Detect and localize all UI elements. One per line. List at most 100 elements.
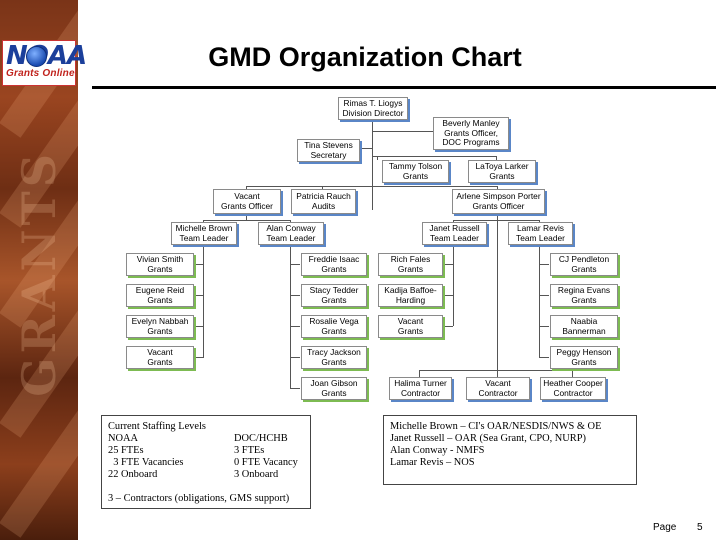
box-role: Grants bbox=[321, 387, 347, 398]
assignment-item: Alan Conway - NMFS bbox=[390, 445, 485, 456]
box-role: Contractor bbox=[400, 387, 441, 398]
assignment-item: Janet Russell – OAR (Sea Grant, CPO, NUR… bbox=[390, 433, 586, 444]
staffing-doc-label: DOC/HCHB bbox=[234, 433, 288, 444]
box-name: Rosalie Vega bbox=[309, 315, 359, 326]
box-role: Grants bbox=[147, 356, 173, 367]
org-box-team-leader-russell: Janet Russell Team Leader bbox=[422, 222, 487, 245]
team-assignments-panel: Michelle Brown – CI's OAR/NESDIS/NWS & O… bbox=[383, 415, 637, 485]
box-name: Stacy Tedder bbox=[309, 284, 359, 295]
footer-page-number: 5 bbox=[697, 522, 703, 533]
box-name: Halima Turner bbox=[394, 377, 447, 388]
box-role: Contractor bbox=[478, 387, 518, 398]
box-name: Vacant bbox=[485, 377, 511, 388]
box-name: Janet Russell bbox=[429, 222, 480, 233]
box-role: Audits bbox=[311, 200, 336, 211]
box-name: Patricia Rauch bbox=[296, 190, 351, 201]
staffing-row-right: 3 Onboard bbox=[234, 469, 279, 480]
staffing-row-left: 3 FTE Vacancies bbox=[108, 457, 184, 468]
box-name: CJ Pendleton bbox=[558, 253, 610, 264]
box-role: Division Director bbox=[342, 107, 404, 118]
box-role: Grants bbox=[321, 263, 347, 274]
org-box-audits: Patricia Rauch Audits bbox=[291, 189, 356, 214]
box-name: Heather Cooper bbox=[543, 377, 603, 388]
staffing-contractors-note: 3 – Contractors (obligations, GMS suppor… bbox=[108, 493, 290, 504]
org-box-staff: Kadija Baffoe-Harding bbox=[378, 284, 443, 307]
box-name: Tina Stevens bbox=[304, 139, 353, 150]
box-role: Grants bbox=[321, 294, 347, 305]
footer-page-label: Page bbox=[653, 522, 677, 533]
box-role: Harding bbox=[395, 294, 426, 305]
staffing-row-left: 22 Onboard bbox=[108, 469, 158, 480]
org-box-division-director: Rimas T. Liogys Division Director bbox=[338, 97, 408, 120]
decorative-sidebar: GRANTS bbox=[0, 0, 78, 540]
box-role: Grants bbox=[489, 170, 515, 181]
box-role: Grants bbox=[321, 325, 347, 336]
box-role: Grants bbox=[571, 263, 597, 274]
staffing-noaa-label: NOAA bbox=[108, 433, 139, 444]
staffing-heading: Current Staffing Levels bbox=[108, 421, 206, 432]
box-role: Grants bbox=[571, 294, 597, 305]
org-box-grants-officer-porter: Arlene Simpson Porter Grants Officer bbox=[452, 189, 545, 214]
logo-tagline: Grants Online bbox=[6, 68, 75, 79]
staffing-levels-panel: Current Staffing Levels NOAA DOC/HCHB 25… bbox=[101, 415, 311, 509]
box-role: Grants bbox=[571, 356, 597, 367]
org-box-secretary: Tina Stevens Secretary bbox=[297, 139, 360, 162]
box-role: Team Leader bbox=[516, 232, 565, 243]
sidebar-watermark: GRANTS bbox=[12, 150, 66, 397]
org-box-team-leader-revis: Lamar Revis Team Leader bbox=[508, 222, 573, 245]
title-rule bbox=[92, 86, 716, 89]
box-name: Evelyn Nabbah bbox=[131, 315, 189, 326]
box-role: Grants bbox=[397, 325, 424, 336]
box-name: Michelle Brown bbox=[175, 222, 233, 233]
box-role: Secretary bbox=[310, 149, 347, 160]
box-role: Grants bbox=[397, 263, 424, 274]
logo-globe-icon bbox=[26, 46, 47, 67]
box-role: Grants bbox=[402, 170, 429, 181]
assignment-item: Michelle Brown – CI's OAR/NESDIS/NWS & O… bbox=[390, 421, 602, 432]
staffing-row-left: 25 FTEs bbox=[108, 445, 144, 456]
box-name: Kadija Baffoe- bbox=[384, 284, 437, 295]
box-role: Grants bbox=[321, 356, 347, 367]
box-name: Vacant bbox=[397, 315, 424, 326]
assignment-item: Lamar Revis – NOS bbox=[390, 457, 475, 468]
box-role: DOC Programs bbox=[442, 137, 500, 148]
box-role: Team Leader bbox=[266, 232, 316, 243]
noaa-logo: NOAA Grants Online bbox=[2, 40, 87, 86]
box-role: Grants bbox=[147, 294, 173, 305]
box-name: Rimas T. Liogys bbox=[343, 97, 403, 108]
box-name: Regina Evans bbox=[557, 284, 611, 295]
box-role: Grants bbox=[147, 263, 173, 274]
box-role: Team Leader bbox=[179, 232, 229, 243]
box-name: Vacant bbox=[147, 346, 173, 357]
box-name: Arlene Simpson Porter bbox=[456, 190, 541, 201]
org-box-larker: LaToya Larker Grants bbox=[468, 160, 536, 183]
org-box-team-leader-brown: Michelle Brown Team Leader bbox=[171, 222, 237, 245]
box-name: Tammy Tolson bbox=[388, 160, 443, 171]
box-role: Bannerman bbox=[562, 325, 606, 336]
box-role: Team Leader bbox=[430, 232, 479, 243]
box-name: Tracy Jackson bbox=[307, 346, 361, 357]
staffing-row-right: 0 FTE Vacancy bbox=[234, 457, 298, 468]
org-box-tolson: Tammy Tolson Grants bbox=[382, 160, 449, 183]
box-role: Contractor bbox=[553, 387, 593, 398]
box-name: Vacant bbox=[234, 190, 260, 201]
box-name: Alan Conway bbox=[266, 222, 316, 233]
box-name: Freddie Isaac bbox=[308, 253, 360, 264]
box-role: Grants Officer bbox=[472, 200, 525, 211]
